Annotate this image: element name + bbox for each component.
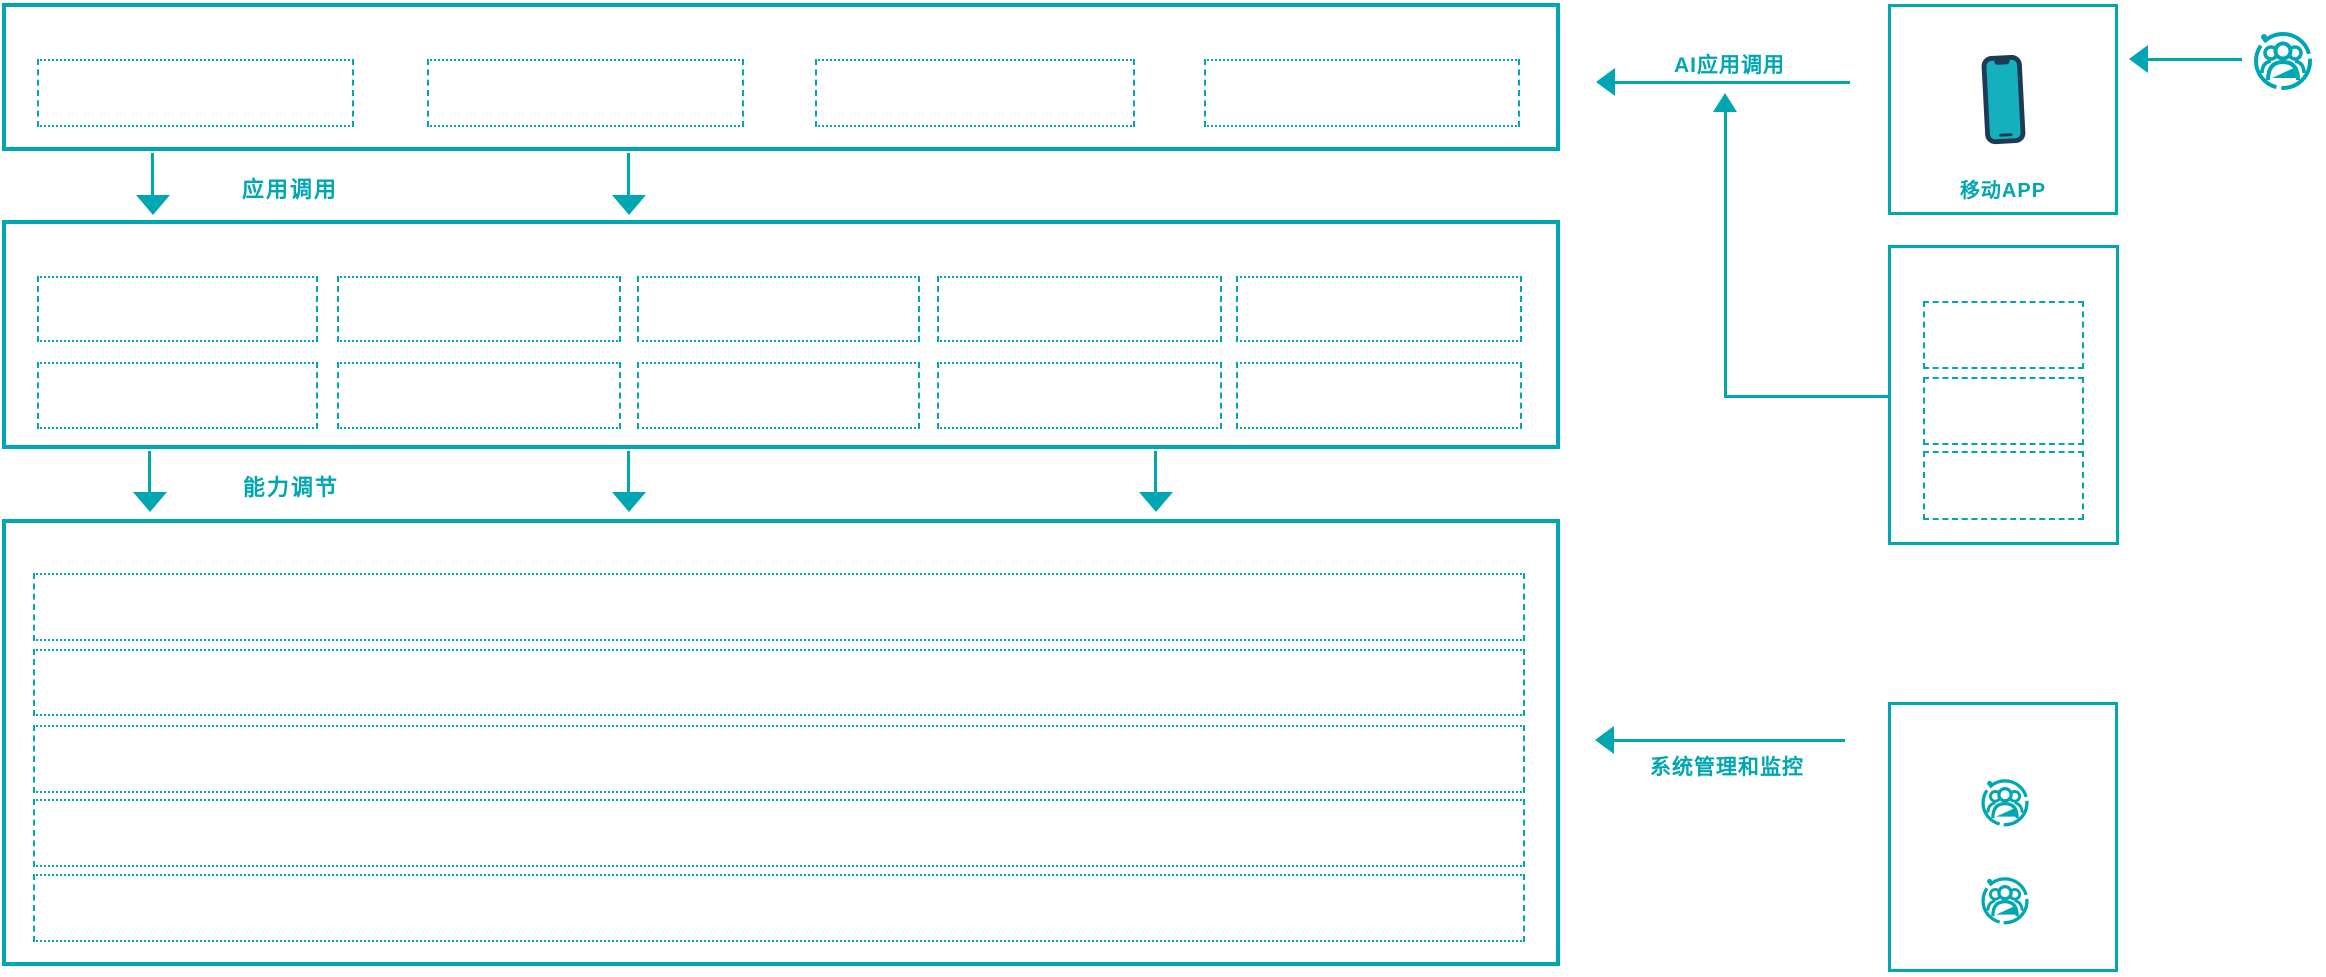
placeholder-box <box>637 276 920 342</box>
connector-up-line <box>1724 110 1727 398</box>
client-panel <box>1888 245 2119 545</box>
arrow-down-line <box>627 153 630 197</box>
placeholder-box <box>1236 276 1522 342</box>
arrow-down-line <box>627 451 630 494</box>
arrow-down-line <box>1154 451 1157 494</box>
placeholder-box <box>37 59 354 127</box>
admin-panel <box>1888 702 2118 972</box>
label-system-management: 系统管理和监控 <box>1650 756 1804 779</box>
placeholder-box <box>815 59 1135 127</box>
placeholder-box <box>1923 377 2084 445</box>
mobile-app-panel <box>1888 4 2118 215</box>
layer-1-panel <box>2 3 1560 151</box>
users-icon <box>2254 32 2312 90</box>
placeholder-row <box>33 649 1525 716</box>
arrow-down-head <box>612 195 646 215</box>
users-icon <box>1981 877 2029 925</box>
arrow-down-head <box>133 492 167 512</box>
placeholder-box <box>1923 451 2084 520</box>
layer-3-panel <box>2 519 1560 966</box>
label-capability-adjust: 能力调节 <box>243 475 340 500</box>
placeholder-box <box>37 276 318 342</box>
placeholder-box <box>37 362 318 429</box>
placeholder-box <box>1236 362 1522 429</box>
placeholder-box <box>937 276 1222 342</box>
arrow-down-head <box>1139 492 1173 512</box>
arrow-down-line <box>148 451 151 494</box>
placeholder-row <box>33 573 1525 641</box>
placeholder-row <box>33 799 1525 867</box>
users-icon <box>1981 779 2029 827</box>
placeholder-row <box>33 725 1525 793</box>
arrow-left-head <box>1596 68 1615 96</box>
label-mobile-app: 移动APP <box>1959 180 2047 202</box>
placeholder-row <box>33 874 1525 942</box>
arrow-left-line <box>1612 739 1845 742</box>
arrow-left-line <box>2146 58 2242 61</box>
placeholder-box <box>1204 59 1520 127</box>
arrow-down-head <box>612 492 646 512</box>
layer-2-panel <box>2 220 1560 449</box>
label-ai-app-call: AI应用调用 <box>1674 54 1785 77</box>
placeholder-box <box>427 59 744 127</box>
arrow-up-head <box>1713 93 1737 112</box>
smartphone-icon <box>1981 54 2026 145</box>
arrow-down-head <box>136 195 170 215</box>
placeholder-box <box>637 362 920 429</box>
arrow-left-line <box>1613 81 1850 84</box>
placeholder-box <box>1923 301 2084 369</box>
arrow-down-line <box>151 153 154 197</box>
label-app-call: 应用调用 <box>242 177 339 202</box>
placeholder-box <box>937 362 1222 429</box>
placeholder-box <box>337 362 621 429</box>
connector-h-line <box>1724 395 1888 398</box>
arrow-left-head <box>2129 45 2148 73</box>
arrow-left-head <box>1595 726 1614 754</box>
placeholder-box <box>337 276 621 342</box>
